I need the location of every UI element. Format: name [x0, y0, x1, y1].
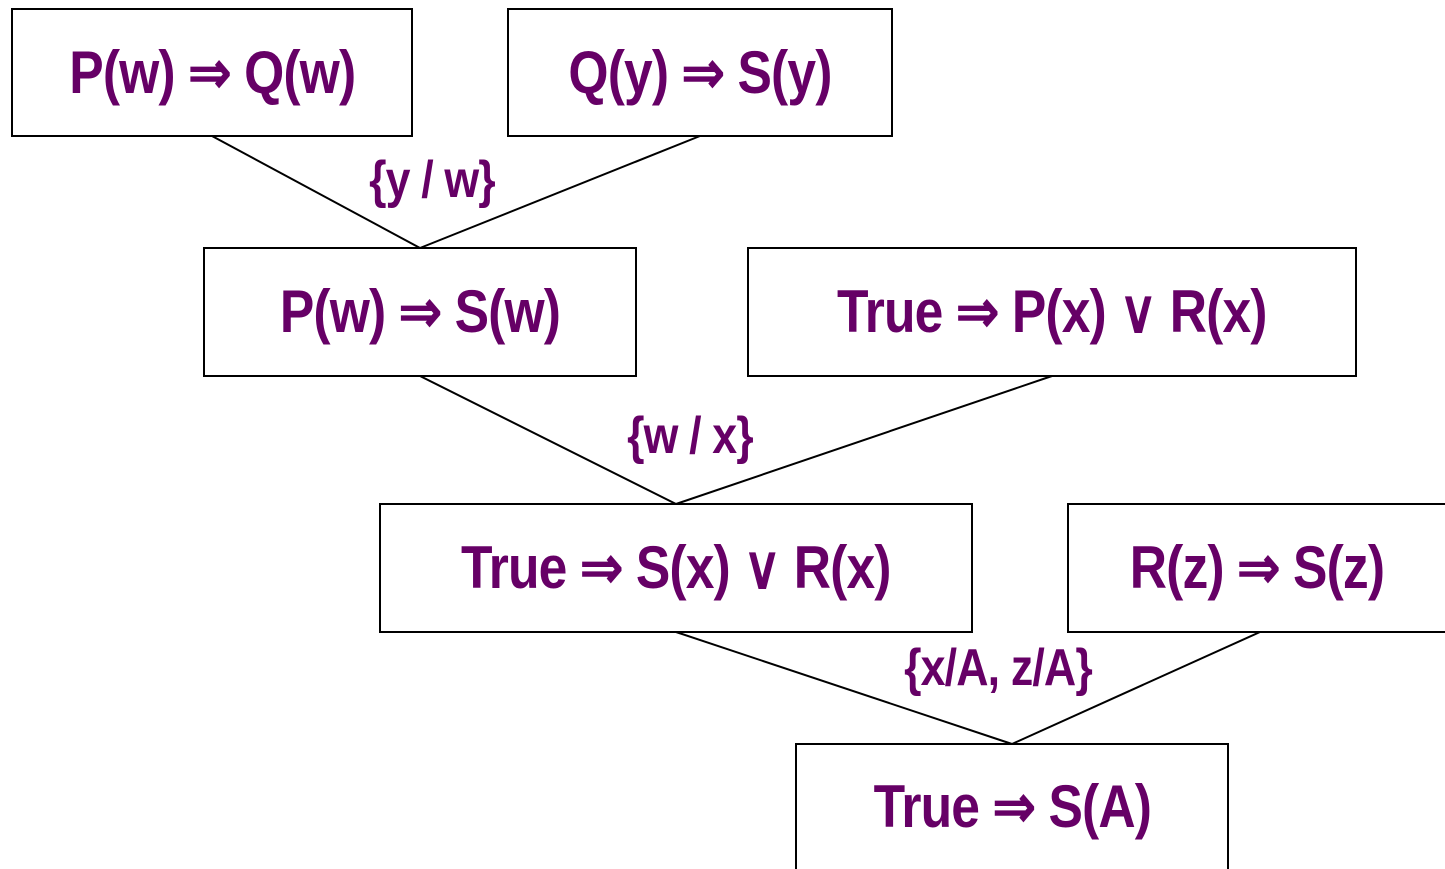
node-qy-implies-sy: Q(y) ⇒ S(y) [507, 8, 893, 137]
node-text: R(z) ⇒ S(z) [1129, 534, 1385, 601]
substitution-x-a-z-a: {x/A, z/A} [904, 639, 1093, 697]
edge-true-px-rx-to-true-sx-rx [675, 375, 1053, 505]
substitution-y-w: {y / w} [369, 151, 496, 209]
node-true-implies-px-or-rx: True ⇒ P(x) ∨ R(x) [747, 247, 1357, 377]
edge-true-sx-rx-to-true-sa [675, 631, 1013, 745]
node-text: True ⇒ P(x) ∨ R(x) [837, 278, 1268, 345]
node-rz-implies-sz: R(z) ⇒ S(z) [1067, 503, 1445, 633]
edge-rz-sz-to-true-sa [1011, 631, 1261, 745]
node-text: Q(y) ⇒ S(y) [568, 38, 832, 106]
edge-pw-sw-to-true-sx-rx [419, 375, 677, 505]
edge-qy-sy-to-pw-sw [419, 135, 701, 249]
node-true-implies-sa: True ⇒ S(A) [795, 743, 1229, 869]
node-pw-implies-sw: P(w) ⇒ S(w) [203, 247, 637, 377]
node-text: P(w) ⇒ S(w) [279, 278, 561, 345]
node-text: True ⇒ S(A) [873, 773, 1151, 840]
substitution-w-x: {w / x} [627, 407, 754, 465]
node-true-implies-sx-or-rx: True ⇒ S(x) ∨ R(x) [379, 503, 973, 633]
node-text: True ⇒ S(x) ∨ R(x) [461, 534, 892, 601]
edge-pw-qw-to-pw-sw [211, 135, 421, 249]
node-text: P(w) ⇒ Q(w) [68, 38, 356, 106]
node-pw-implies-qw: P(w) ⇒ Q(w) [11, 8, 413, 137]
